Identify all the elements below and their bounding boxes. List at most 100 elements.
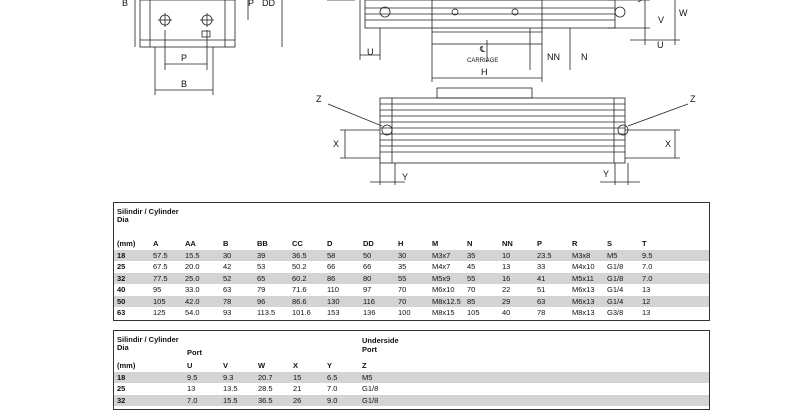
table-cell: 12: [642, 296, 651, 306]
label-centerline: ℄: [479, 45, 486, 54]
table1-title: Silindir / Cylinder: [117, 207, 179, 216]
table-cell: 63: [537, 296, 546, 306]
table1-col-cc: CC: [292, 239, 303, 248]
table-cell: 15: [293, 372, 302, 382]
table-cell: 16: [502, 273, 511, 283]
table-cell: M8x15: [432, 308, 455, 317]
table-cell: 7.0: [642, 262, 653, 271]
table-cell: M3x7: [432, 250, 451, 260]
table-cell: 13: [642, 308, 651, 317]
dimensions-table-ports: Silindir / Cylinder Dia Port Underside P…: [113, 330, 710, 410]
table-cell: 85: [467, 296, 476, 306]
row-dia: 32: [117, 395, 126, 405]
table1-col-s: S: [607, 239, 613, 248]
table2-col-w: W: [258, 361, 266, 370]
table-cell: 125: [153, 308, 166, 317]
table-cell: M5: [362, 372, 373, 382]
table-cell: 35: [467, 250, 476, 260]
table-cell: 52: [223, 273, 232, 283]
table2-underside-port-label: Port: [362, 345, 377, 354]
label-u-right: U: [657, 40, 664, 50]
table-cell: 22: [502, 285, 511, 294]
table-cell: M3x8: [572, 250, 591, 260]
label-x-left: X: [333, 139, 339, 149]
table-cell: 65: [257, 273, 266, 283]
table-cell: 93: [223, 308, 232, 317]
table-cell: M5x9: [432, 273, 451, 283]
table-cell: G3/8: [607, 308, 624, 317]
table-cell: 42: [223, 262, 232, 271]
table-cell: 30: [223, 250, 232, 260]
table-cell: M6x10: [432, 285, 455, 294]
table-cell: 71.6: [292, 285, 307, 294]
table-cell: 50.2: [292, 262, 307, 271]
table-cell: 20.7: [258, 372, 273, 382]
label-z-left: Z: [316, 94, 322, 104]
table-cell: 36.5: [292, 250, 307, 260]
table-cell: 101.6: [292, 308, 311, 317]
table1-col-dd: DD: [363, 239, 374, 248]
table-cell: G1/8: [362, 384, 379, 393]
label-x-right: X: [665, 139, 671, 149]
table1-col-t: T: [642, 239, 647, 248]
label-z-right: Z: [690, 94, 696, 104]
row-dia: 18: [117, 250, 126, 260]
table-cell: 39: [257, 250, 266, 260]
table-cell: 7.0: [327, 384, 338, 393]
table-cell: 116: [363, 296, 375, 306]
table-cell: G1/8: [607, 273, 624, 283]
table-cell: 153: [327, 308, 340, 317]
table-cell: 21: [293, 384, 302, 393]
table-cell: 9.5: [187, 372, 198, 382]
table1-col-r: R: [572, 239, 578, 248]
table2-col-z: Z: [362, 361, 367, 370]
table-cell: 70: [398, 296, 407, 306]
table-cell: 78: [223, 296, 232, 306]
table-cell: 30: [398, 250, 407, 260]
table-cell: M8x12.5: [432, 296, 461, 306]
label-b: B: [181, 79, 187, 89]
table-cell: 79: [257, 285, 266, 294]
row-dia: 18: [117, 372, 126, 382]
row-dia: 32: [117, 273, 126, 283]
table-cell: M4x7: [432, 262, 451, 271]
table-cell: 7.0: [642, 273, 653, 283]
table-cell: 110: [327, 285, 339, 294]
table-cell: G1/8: [607, 262, 624, 271]
table1-col-bb: BB: [257, 239, 268, 248]
table1-dia-label: Dia: [117, 215, 129, 224]
table-cell: G1/4: [607, 285, 624, 294]
table-cell: 36.5: [258, 395, 273, 405]
table1-col-n: N: [467, 239, 473, 248]
table-cell: M6x13: [572, 296, 595, 306]
label-p-top: P: [248, 0, 254, 8]
table-cell: 13.5: [223, 384, 238, 393]
row-dia: 25: [117, 262, 126, 271]
table2-col-v: V: [223, 361, 229, 370]
table-cell: 70: [398, 285, 407, 294]
table1-col-h: H: [398, 239, 404, 248]
table2-underside-label: Underside: [362, 336, 399, 345]
table-cell: 86: [327, 273, 336, 283]
table1-col-p: P: [537, 239, 543, 248]
table-cell: 45: [467, 262, 476, 271]
table-cell: 40: [502, 308, 511, 317]
table1-col-a: A: [153, 239, 159, 248]
technical-drawing: B P DD P B U W V U NN N H ℄ CARRIAGE Z Z…: [122, 0, 696, 185]
table-cell: 42.0: [185, 296, 200, 306]
table-cell: 15.5: [223, 395, 238, 405]
table-cell: 35: [398, 262, 407, 271]
table-cell: 96: [257, 296, 266, 306]
table-cell: 9.5: [642, 250, 653, 260]
table-cell: 86.6: [292, 296, 307, 306]
table-cell: 105: [153, 296, 166, 306]
row-dia: 40: [117, 285, 126, 294]
table-cell: 55: [467, 273, 476, 283]
table-cell: M6x13: [572, 285, 595, 294]
table-cell: 29: [502, 296, 511, 306]
table-cell: 10: [502, 250, 511, 260]
table-cell: M4x10: [572, 262, 595, 271]
